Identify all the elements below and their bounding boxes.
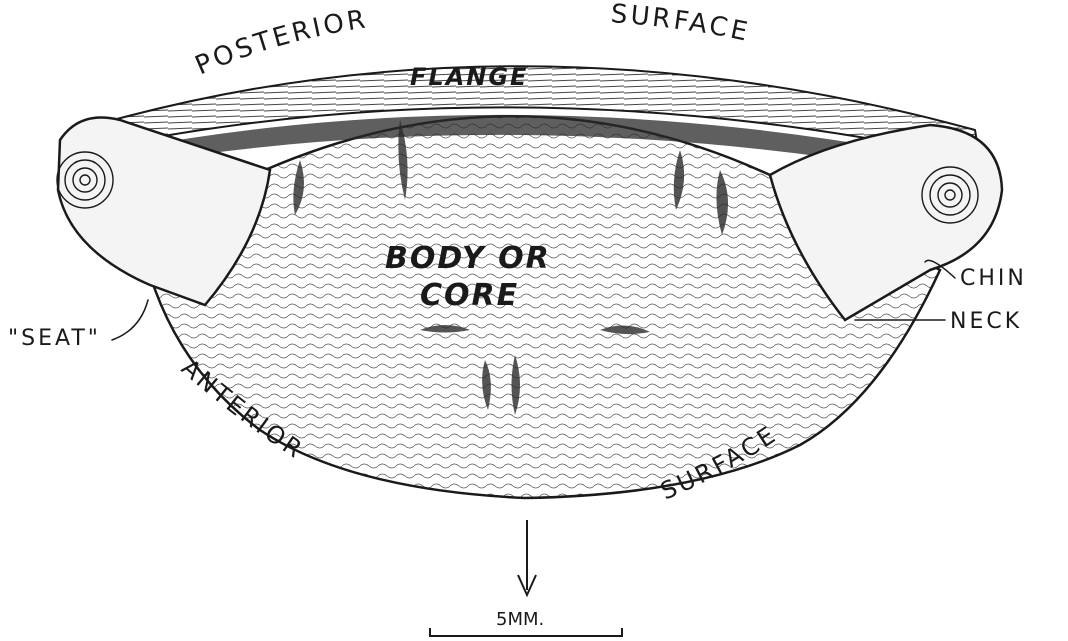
label-seat: "SEAT" (8, 326, 101, 351)
label-body: BODY OR (385, 241, 551, 276)
label-neck: NECK (950, 309, 1022, 334)
seat-leader (112, 300, 148, 340)
label-posterior: POSTERIOR (191, 4, 370, 81)
scale-bar: 5MM. (430, 609, 622, 636)
label-core: CORE (420, 278, 519, 313)
label-flange: FLANGE (410, 63, 528, 91)
label-chin: CHIN (960, 266, 1027, 291)
down-arrow-icon (518, 520, 536, 595)
scale-bar-label: 5MM. (496, 609, 544, 630)
label-surface-top: SURFACE (610, 0, 753, 48)
